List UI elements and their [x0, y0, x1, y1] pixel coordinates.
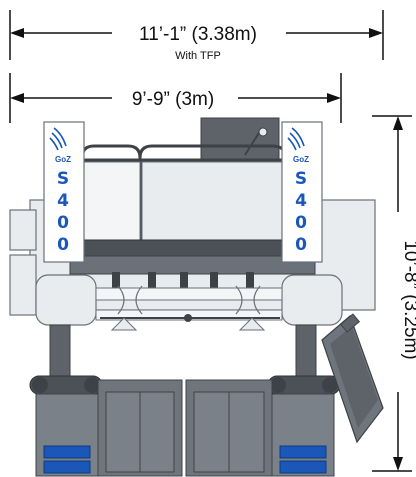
rear-deck-block: [200, 117, 280, 165]
right-mast-model-digit: 4: [295, 191, 307, 211]
left-mast-brand: GoZ: [55, 155, 71, 164]
right-mast-logo-icon: [287, 127, 305, 151]
platform-panel: [141, 161, 283, 241]
left-blue-foot-pad: [43, 445, 91, 474]
right-blue-foot-pad: [279, 445, 327, 474]
machine-illustration: GoZ S 4 0 0 GoZ S 4 0 0: [9, 117, 384, 477]
right-outrigger-leg: [295, 324, 317, 381]
track-rollers: [29, 375, 341, 395]
left-mast-model-digit: 4: [57, 191, 69, 211]
right-mast: GoZ S 4 0 0: [281, 121, 323, 263]
height-label: 10’-8” (3.25m): [400, 240, 416, 359]
left-mast: GoZ S 4 0 0: [43, 121, 85, 263]
left-mast-model-digit: 0: [57, 213, 69, 233]
width-label: 9’-9” (3m): [132, 89, 214, 110]
left-mast-model-letter: S: [57, 169, 69, 189]
platform-floor: [69, 239, 316, 257]
right-mast-model-digit: 0: [295, 213, 307, 233]
overall-width-label: 11’-1” (3.38m): [139, 24, 257, 45]
right-track: [185, 379, 335, 477]
right-mast-model-digit: 0: [295, 235, 307, 255]
dimension-height: 10’-8” (3.25m): [372, 115, 416, 472]
dimension-overall-width-with-tfp: 11’-1” (3.38m) With TFP: [9, 10, 384, 62]
left-outrigger-leg: [49, 324, 71, 381]
dimension-width: 9’-9” (3m): [9, 73, 342, 123]
scissor-cross-member: [35, 274, 343, 331]
tfp-outrigger-plate: [321, 313, 384, 444]
tfp-note-label: With TFP: [175, 50, 221, 62]
right-mast-brand: GoZ: [293, 155, 309, 164]
left-mast-logo-icon: [49, 127, 67, 151]
right-mast-model-letter: S: [295, 169, 307, 189]
left-mast-model-digit: 0: [57, 235, 69, 255]
